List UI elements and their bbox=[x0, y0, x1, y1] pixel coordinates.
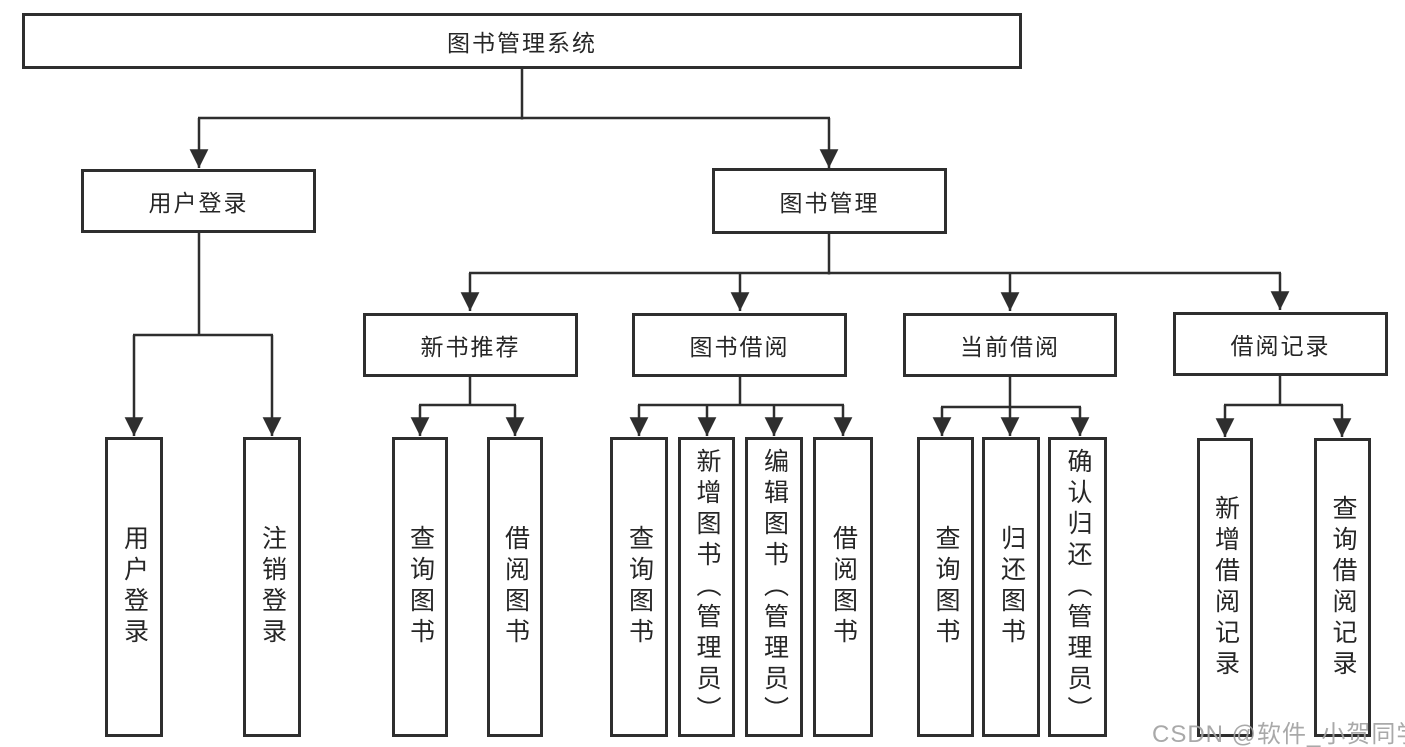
node-label: 归还图书 bbox=[997, 525, 1026, 649]
node-label: 确认归还（管理员） bbox=[1064, 447, 1092, 727]
node-label: 图书管理系统 bbox=[447, 30, 597, 56]
node-label: 查询图书 bbox=[625, 525, 654, 649]
node-user-login: 用户登录 bbox=[81, 169, 316, 233]
node-new-book-recommend: 新书推荐 bbox=[363, 313, 578, 377]
node-label: 注销登录 bbox=[258, 525, 287, 649]
leaf-borrow-books-1: 借阅图书 bbox=[487, 437, 543, 737]
node-label: 编辑图书（管理员） bbox=[760, 447, 789, 727]
leaf-add-books-admin: 新增图书（管理员） bbox=[678, 437, 735, 737]
leaf-edit-books-admin: 编辑图书（管理员） bbox=[745, 437, 803, 737]
node-label: 借阅图书 bbox=[829, 525, 858, 649]
node-label: 当前借阅 bbox=[960, 334, 1060, 360]
watermark: CSDN @软件_小贺同学 bbox=[1152, 721, 1405, 747]
leaf-query-books-1: 查询图书 bbox=[392, 437, 448, 737]
leaf-query-books-2: 查询图书 bbox=[610, 437, 668, 737]
leaf-user-login-action: 用户登录 bbox=[105, 437, 163, 737]
leaf-add-borrow-record: 新增借阅记录 bbox=[1197, 438, 1253, 737]
node-label: 借阅图书 bbox=[501, 525, 530, 649]
node-borrowing-records: 借阅记录 bbox=[1173, 312, 1388, 376]
leaf-logout: 注销登录 bbox=[243, 437, 301, 737]
leaf-query-books-3: 查询图书 bbox=[917, 437, 974, 737]
node-current-borrowing: 当前借阅 bbox=[903, 313, 1117, 377]
node-book-management: 图书管理 bbox=[712, 168, 947, 234]
node-label: 查询图书 bbox=[406, 525, 435, 649]
leaf-query-borrow-record: 查询借阅记录 bbox=[1314, 438, 1371, 737]
node-book-borrowing: 图书借阅 bbox=[632, 313, 847, 377]
leaf-confirm-return-admin: 确认归还（管理员） bbox=[1048, 437, 1107, 737]
node-label: 新增借阅记录 bbox=[1211, 494, 1240, 681]
node-label: 用户登录 bbox=[148, 190, 249, 216]
node-label: 新书推荐 bbox=[420, 334, 521, 360]
node-label: 查询图书 bbox=[932, 525, 960, 649]
node-label: 图书借阅 bbox=[689, 334, 790, 360]
node-label: 借阅记录 bbox=[1230, 333, 1331, 359]
node-label: 新增图书（管理员） bbox=[693, 447, 721, 727]
leaf-borrow-books-2: 借阅图书 bbox=[813, 437, 873, 737]
node-label: 图书管理 bbox=[779, 190, 880, 216]
node-system: 图书管理系统 bbox=[22, 13, 1022, 69]
leaf-return-books: 归还图书 bbox=[982, 437, 1040, 737]
node-label: 查询借阅记录 bbox=[1329, 494, 1357, 681]
node-label: 用户登录 bbox=[120, 525, 149, 649]
